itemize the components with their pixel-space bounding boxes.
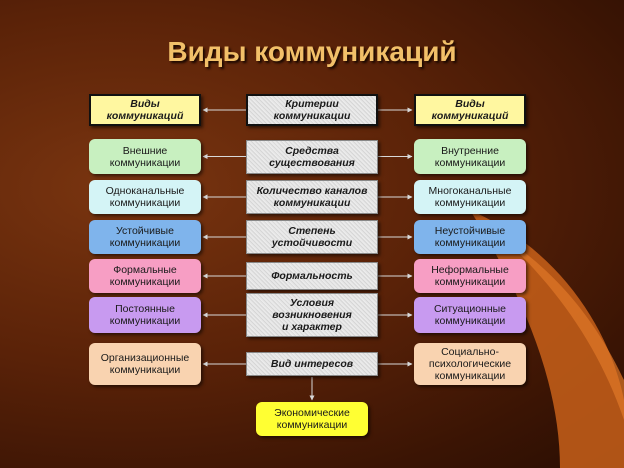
criterion-box-5: Вид интересов (246, 352, 378, 376)
page-title: Виды коммуникаций (167, 36, 457, 67)
criterion-box-3: Формальность (246, 262, 378, 290)
